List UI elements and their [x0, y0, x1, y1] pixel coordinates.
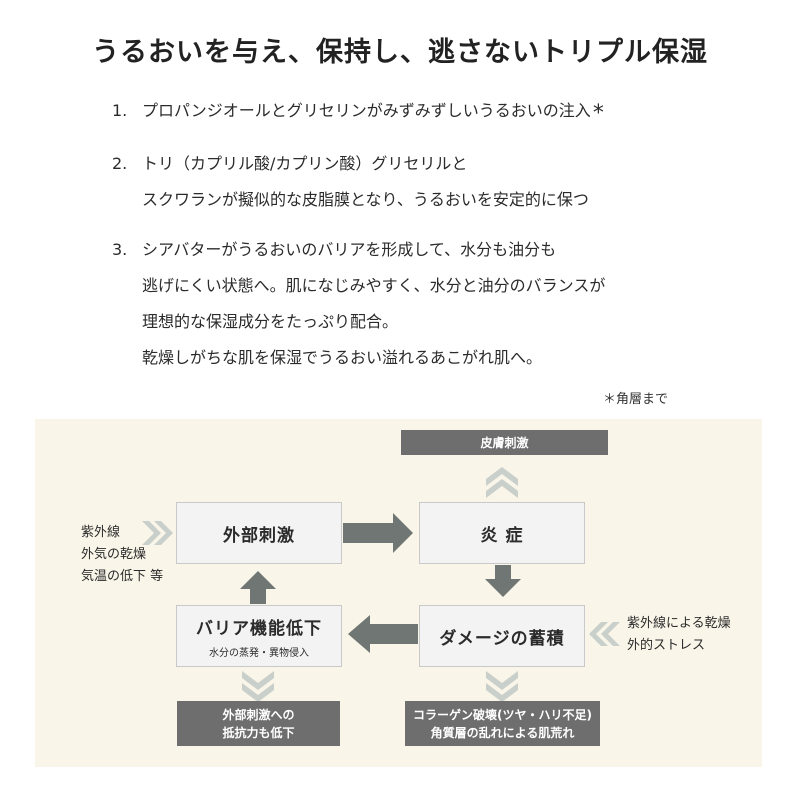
chevron-up-icon [486, 467, 518, 498]
feature-item-1: 1. プロパンジオールとグリセリンがみずみずしいうるおいの注入* [112, 93, 752, 132]
right-factors: 紫外線による乾燥 外的ストレス [627, 616, 731, 653]
item-number: 2. [112, 154, 128, 173]
external-stimulus-box: 外部刺激 [176, 502, 342, 564]
bottom-right-label-box: コラーゲン破壊(ツヤ・ハリ不足) 角質層の乱れによる肌荒れ [405, 701, 600, 746]
item-line: スクワランが擬似的な皮脂膜となり、うるおいを安定的に保つ [142, 190, 589, 209]
item-line: トリ（カプリル酸/カプリン酸）グリセリルと [142, 154, 468, 173]
item-line: 理想的な保湿成分をたっぷり配合。 [142, 312, 399, 331]
chevron-right-icon [142, 521, 173, 545]
arrows-layer [142, 467, 620, 702]
item-line: 乾燥しがちな肌を保湿でうるおい溢れるあこがれ肌へ。 [142, 348, 543, 367]
barrier-decline-box: バリア機能低下 水分の蒸発・異物侵入 [176, 605, 342, 667]
skin-damage-cycle-diagram: 皮膚刺激 紫外線 外気の乾燥 気温の低下 等 紫外線による乾燥 外的ストレス 外… [35, 419, 762, 767]
arrow-up-icon [240, 571, 276, 604]
page-title: うるおいを与え、保持し、逃さないトリプル保湿 [92, 37, 708, 68]
feature-item-2: 2. トリ（カプリル酸/カプリン酸）グリセリルと スクワランが擬似的な皮脂膜とな… [112, 146, 752, 218]
asterisk-mark: * [592, 101, 604, 126]
left-factors: 紫外線 外気の乾燥 気温の低下 等 [81, 525, 164, 584]
item-line: 逃げにくい状態へ。肌になじみやすく、水分と油分のバランスが [142, 276, 606, 295]
item-number: 1. [112, 101, 128, 120]
feature-list: 1. プロパンジオールとグリセリンがみずみずしいうるおいの注入* 2. トリ（カ… [112, 93, 752, 390]
bottom-left-label-box: 外部刺激への 抵抗力も低下 [177, 701, 340, 746]
arrow-left-icon [348, 615, 418, 653]
damage-accumulation-box: ダメージの蓄積 [419, 605, 585, 667]
chevron-left-icon [589, 622, 620, 646]
arrow-right-icon [343, 513, 413, 553]
top-label-box: 皮膚刺激 [401, 430, 608, 455]
arrow-down-icon [485, 565, 521, 597]
chevron-down-icon [486, 671, 518, 702]
chevron-down-icon [242, 671, 274, 702]
item-number: 3. [112, 240, 128, 259]
item-line: プロパンジオールとグリセリンがみずみずしいうるおいの注入* [142, 101, 604, 126]
item-line: シアバターがうるおいのバリアを形成して、水分も油分も [142, 240, 557, 259]
inflammation-box: 炎 症 [419, 502, 585, 564]
feature-item-3: 3. シアバターがうるおいのバリアを形成して、水分も油分も 逃げにくい状態へ。肌… [112, 232, 752, 376]
footnote: ＊角層まで [602, 392, 668, 407]
